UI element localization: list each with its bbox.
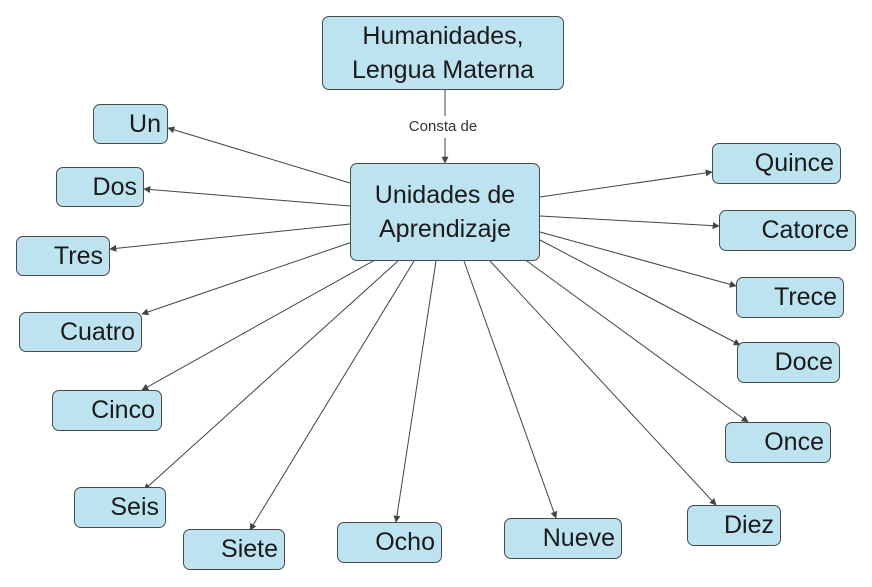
- unit-label: Quince: [754, 149, 834, 178]
- unit-label: Tres: [53, 241, 103, 270]
- unit-node-nueve: Nueve: [504, 518, 622, 559]
- unit-node-dos: Dos: [56, 167, 144, 207]
- unit-label: Un: [129, 109, 161, 138]
- unit-label: Cinco: [91, 396, 155, 425]
- unit-label: Dos: [92, 172, 137, 201]
- edge-to-diez: [489, 260, 717, 506]
- root-node-humanidades: Humanidades, Lengua Materna: [322, 16, 564, 90]
- unit-label: Ocho: [375, 528, 435, 557]
- unit-label: Cuatro: [59, 317, 135, 346]
- center-label-line1: Unidades de: [374, 181, 516, 209]
- unit-node-once: Once: [725, 422, 831, 463]
- root-label-line2: Lengua Materna: [351, 56, 535, 84]
- edge-to-doce: [539, 239, 741, 346]
- unit-label: Nueve: [542, 524, 615, 553]
- unit-node-un: Un: [93, 104, 168, 144]
- edge-to-dos: [143, 186, 351, 207]
- unit-node-trece: Trece: [736, 277, 844, 318]
- unit-node-diez: Diez: [687, 505, 781, 546]
- edge-to-siete: [249, 260, 415, 531]
- unit-label: Doce: [774, 348, 833, 377]
- unit-node-cinco: Cinco: [52, 390, 162, 431]
- unit-node-ocho: Ocho: [337, 522, 442, 563]
- unit-node-siete: Siete: [183, 529, 285, 570]
- edge-to-once: [519, 255, 749, 423]
- link-label-consta-de: Consta de: [388, 116, 498, 138]
- edge-to-catorce: [539, 215, 720, 230]
- unit-label: Once: [764, 428, 824, 457]
- edge-to-quince: [539, 169, 713, 198]
- unit-node-tres: Tres: [16, 236, 110, 276]
- unit-label: Siete: [221, 535, 278, 564]
- edge-to-un: [167, 126, 351, 184]
- root-label-line1: Humanidades,: [362, 22, 524, 50]
- center-label-line2: Aprendizaje: [378, 215, 512, 243]
- unit-label: Seis: [110, 493, 159, 522]
- edge-to-trece: [539, 231, 737, 288]
- unit-node-seis: Seis: [74, 487, 166, 528]
- edge-to-ocho: [393, 260, 437, 523]
- edge-to-seis: [143, 260, 399, 491]
- unit-label: Catorce: [761, 216, 849, 245]
- unit-label: Trece: [774, 283, 837, 312]
- unit-node-cuatro: Cuatro: [19, 312, 142, 352]
- center-node-unidades: Unidades de Aprendizaje: [350, 163, 540, 261]
- unit-label: Diez: [723, 511, 774, 540]
- unit-node-doce: Doce: [737, 342, 840, 383]
- edge-to-nueve: [463, 260, 558, 519]
- edge-to-tres: [109, 223, 351, 252]
- edge-to-cinco: [141, 255, 383, 391]
- edge-to-cuatro: [141, 239, 359, 316]
- unit-node-quince: Quince: [712, 143, 841, 184]
- unit-node-catorce: Catorce: [719, 210, 856, 251]
